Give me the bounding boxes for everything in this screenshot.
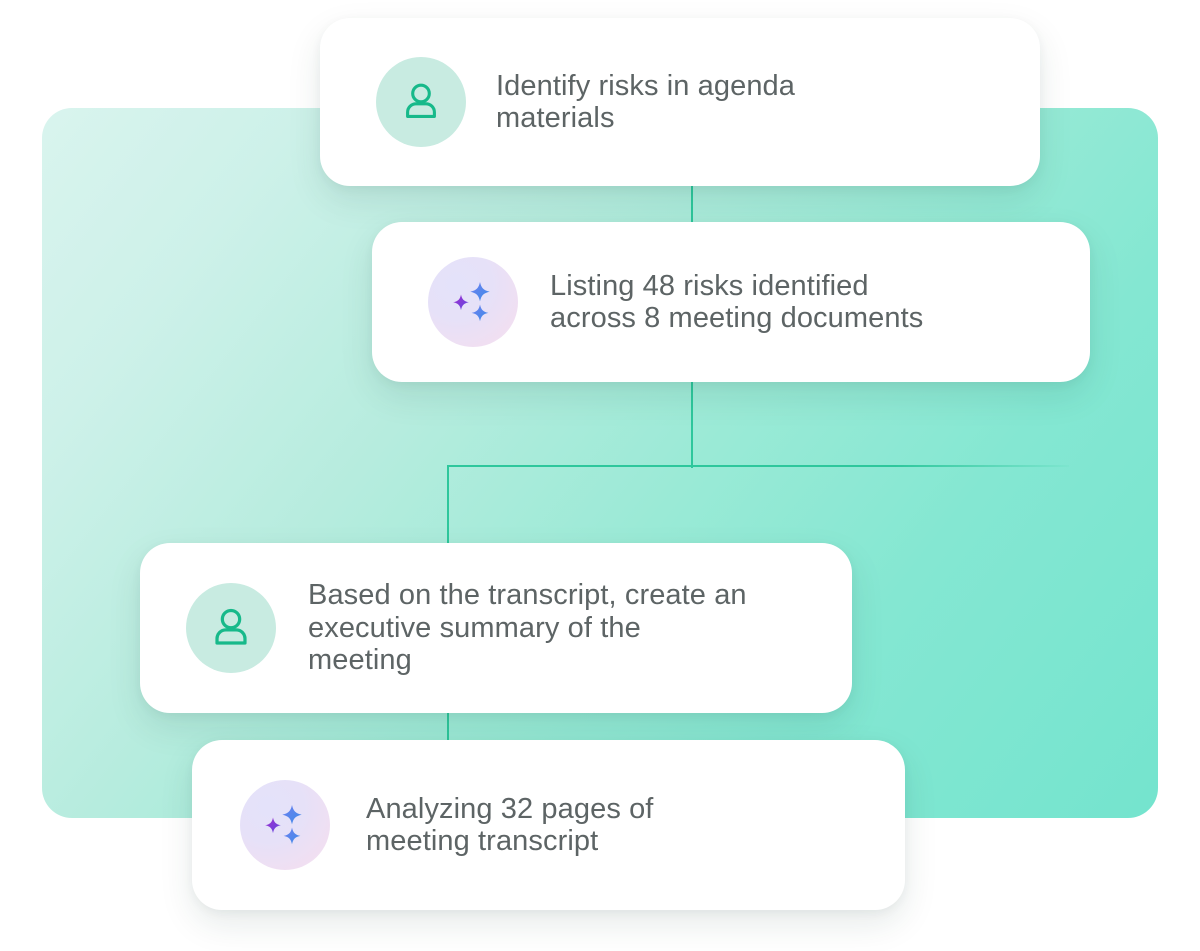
user-icon-badge	[186, 583, 276, 673]
sparkle-icon-badge	[428, 257, 518, 347]
card-analyzing-transcript[interactable]: Analyzing 32 pages of meeting transcript	[192, 740, 905, 910]
connector-horizontal-branch	[447, 465, 1069, 467]
sparkle-icon	[258, 798, 312, 852]
card-identify-risks[interactable]: Identify risks in agenda materials	[320, 18, 1040, 186]
sparkle-icon-badge	[240, 780, 330, 870]
card-label: Analyzing 32 pages of meeting transcript	[366, 792, 654, 857]
user-icon-badge	[376, 57, 466, 147]
card-label: Based on the transcript, create an execu…	[308, 579, 747, 677]
card-executive-summary[interactable]: Based on the transcript, create an execu…	[140, 543, 852, 713]
card-label: Listing 48 risks identified across 8 mee…	[550, 269, 924, 334]
user-icon	[398, 79, 444, 125]
card-label: Identify risks in agenda materials	[496, 69, 796, 134]
connector-card3-to-card4	[447, 710, 449, 742]
card-listing-risks[interactable]: Listing 48 risks identified across 8 mee…	[372, 222, 1090, 382]
user-icon	[207, 604, 255, 652]
sparkle-icon	[446, 275, 500, 329]
connector-branch-to-card3	[447, 465, 449, 545]
